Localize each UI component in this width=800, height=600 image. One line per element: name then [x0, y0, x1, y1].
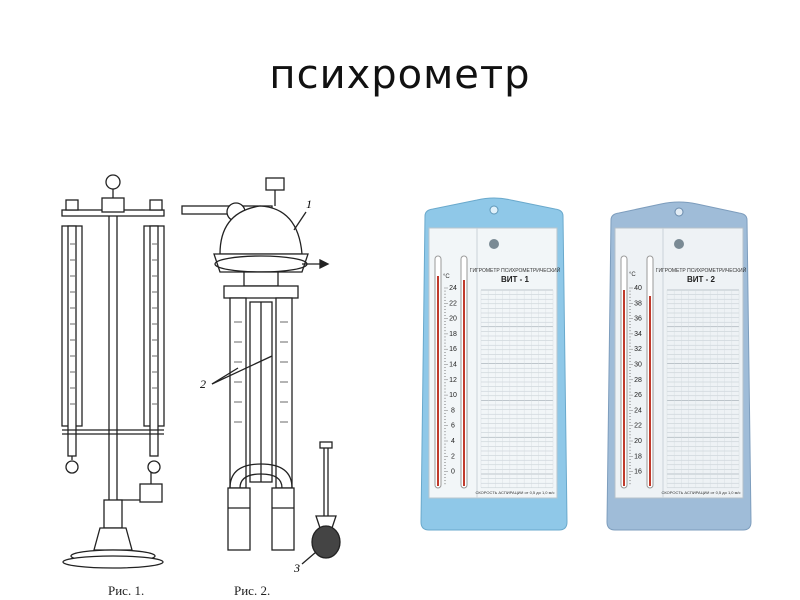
figure-2-aspiration-psychrometer: 1 2 3 [181, 177, 341, 575]
figure-1-caption: Рис. 1. [108, 583, 145, 598]
device-2-unit: °C [629, 272, 636, 278]
scale-label: 20 [634, 438, 642, 445]
label-1: 1 [306, 197, 312, 211]
device-2-header: ГИГРОМЕТР ПСИХРОМЕТРИЧЕСКИЙ [656, 266, 747, 274]
figure-1-august-psychrometer [61, 174, 165, 569]
scale-label: 16 [449, 346, 457, 353]
device-1-header: ГИГРОМЕТР ПСИХРОМЕТРИЧЕСКИЙ [470, 266, 561, 274]
scale-label: 24 [449, 285, 457, 292]
scale-label: 14 [449, 362, 457, 369]
scale-label: 8 [451, 407, 455, 414]
scale-label: 30 [634, 362, 642, 369]
device-2-bottom-text: СКОРОСТЬ АСПИРАЦИИ от 0,5 до 1,0 м/с [662, 490, 741, 495]
figure-2-caption: Рис. 2. [234, 583, 271, 598]
label-3: 3 [293, 561, 300, 575]
scale-label: 0 [451, 469, 455, 476]
scale-label: 34 [634, 331, 642, 338]
device-1-table [480, 289, 554, 489]
scale-label: 6 [451, 423, 455, 430]
scale-label: 16 [634, 469, 642, 476]
scale-label: 12 [449, 377, 457, 384]
scale-label: 10 [449, 392, 457, 399]
scale-label: 18 [634, 453, 642, 460]
device-2-model: ВИТ - 2 [687, 275, 716, 284]
scale-label: 22 [449, 300, 457, 307]
device-2-table [666, 289, 740, 489]
scale-label: 22 [634, 423, 642, 430]
scale-label: 20 [449, 316, 457, 323]
scale-label: 32 [634, 346, 642, 353]
device-1-model: ВИТ - 1 [501, 275, 530, 284]
scale-label: 40 [634, 285, 642, 292]
device-2-scale: 40 38 36 34 32 30 28 26 24 22 20 18 16 [629, 285, 642, 485]
scale-label: 38 [634, 300, 642, 307]
scale-label: 28 [634, 377, 642, 384]
scale-label: 26 [634, 392, 642, 399]
scale-label: 24 [634, 407, 642, 414]
scale-label: 18 [449, 331, 457, 338]
scale-label: 36 [634, 316, 642, 323]
scale-label: 4 [451, 438, 455, 445]
slide-title: психрометр [269, 52, 531, 98]
device-1-unit: °C [443, 274, 450, 280]
scale-label: 2 [451, 453, 455, 460]
device-vit-2: °C 40 38 36 34 32 30 28 26 24 22 20 18 16 ГИГРОМЕТР … [606, 201, 752, 531]
device-1-bottom-text: СКОРОСТЬ АСПИРАЦИИ от 0,5 до 1,0 м/с [476, 490, 555, 495]
label-2: 2 [200, 377, 206, 391]
